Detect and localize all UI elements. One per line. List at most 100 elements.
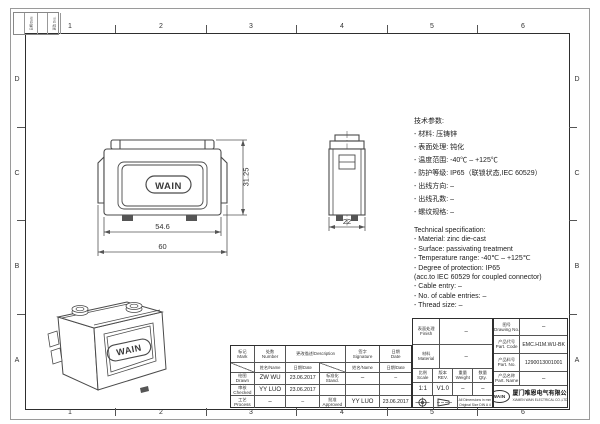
dim-outer-width: 60 [158, 242, 166, 251]
value: EMC.H1M.WU-BK [522, 341, 565, 348]
label-en: Weight [455, 375, 470, 381]
label-cn: 比例 [418, 370, 427, 376]
frame-tick [387, 25, 388, 33]
frame-row-label: B [574, 263, 580, 270]
name-subheader: 姓名/Name [255, 363, 287, 372]
front-view-logo: WAIN [155, 181, 182, 192]
spec-cn-line: - 表面处理: 钝化 [414, 144, 465, 151]
label-cn: 标准化 [326, 373, 339, 379]
value: – [481, 386, 485, 392]
dimension-lines [97, 139, 366, 256]
dimension-arrows [98, 140, 365, 254]
label-cn: 产品代号 [498, 339, 516, 345]
label-en: Date [390, 353, 401, 359]
scale-label: 比例 Scale [413, 369, 434, 382]
value: – [464, 328, 468, 335]
stand-label: 标准化 Stand. [320, 373, 346, 384]
label-en: Process [234, 401, 251, 407]
label-cn: 版本 [438, 370, 447, 376]
frame-row-label: B [14, 263, 20, 270]
signature-header: 签字 Signature [346, 346, 381, 362]
frame-col-label: 1 [68, 23, 72, 30]
label: 日期/Date [293, 364, 312, 370]
value: 23.06.2017 [382, 398, 409, 405]
spec-cn-title: 技术参数: [414, 118, 444, 125]
drawn-date: 23.06.2017 [286, 373, 321, 384]
mark-header: 标记 Mark [231, 346, 255, 362]
label-cn: 产品料号 [498, 357, 516, 363]
label: 日期/Date [386, 364, 405, 370]
spec-cn-line: - 出线方向: – [414, 183, 455, 190]
part-no-value: 1290013001001 [520, 354, 567, 371]
label-cn: 批准 [328, 396, 337, 402]
rev-value: V1.0 [433, 383, 453, 395]
material-label: 材料 Material [413, 345, 441, 368]
value: – [301, 398, 305, 405]
empty-cell [320, 384, 346, 396]
frame-col-label: 2 [159, 409, 163, 416]
label: 姓名/Name [352, 364, 373, 370]
frame-row-label: A [14, 357, 20, 364]
frame-col-label: 4 [340, 409, 344, 416]
frame-col-label: 5 [430, 23, 434, 30]
spec-en-line: - Degree of protection: IP65 [414, 264, 500, 272]
company-cell: WAIN 厦门唯恩电气有限公司 XIAMEN WAIN ELECTRICAL C… [494, 386, 567, 406]
spec-en-line: - No. of cable entries: – [414, 292, 487, 300]
frame-col-label: 2 [159, 23, 163, 30]
value: – [541, 324, 546, 330]
label-en: Mark [237, 353, 248, 359]
drawing-no-value: – [520, 319, 567, 335]
spec-block-cn: 技术参数: - 材料: 压铸锌 - 表面处理: 钝化 - 温度范围: -40℃ … [414, 115, 542, 219]
spec-block-en: Technical specification: - Material: zin… [414, 226, 542, 311]
frame-col-label: 6 [521, 409, 525, 416]
dim-side-width: 22 [343, 217, 351, 226]
label-en: Number [261, 353, 279, 359]
approved-label: 批准 Approved [320, 396, 346, 408]
corner-cell [38, 13, 48, 34]
value: 1290013001001 [524, 359, 563, 366]
corner-cell-change: 更改 Des. [48, 13, 61, 34]
frame-tick [206, 25, 207, 33]
corner-revision-strip: 日期/Date 更改 Des. [13, 12, 61, 35]
frame-row-label: C [14, 170, 20, 177]
stand-date: – [380, 373, 411, 384]
value: V1.0 [436, 386, 449, 392]
dimension-note-cell: All Dimensions in mm Original Size DIN A… [458, 396, 492, 409]
scale-value: 1:1 [413, 383, 434, 395]
spec-en-line: - Temperature range: -40℃ – +125℃ [414, 255, 531, 263]
wain-logo: WAIN [494, 389, 510, 403]
size-note: Original Size DIN A 4 [459, 402, 491, 407]
cone-symbol-cell [434, 396, 458, 409]
spec-cn-line: - 螺纹规格: – [414, 209, 455, 216]
label-en: Signature [352, 353, 373, 359]
frame-tick [115, 408, 116, 416]
frame-tick [296, 408, 297, 416]
material-value: – [440, 345, 492, 368]
label-cn: 审核 [238, 384, 247, 390]
diagonal-cell [231, 363, 255, 372]
frame-tick [477, 25, 478, 33]
spec-cn-line: - 出线孔数: – [414, 196, 455, 203]
spec-en-line: - Surface: passivating treatment [414, 245, 513, 253]
title-block-middle: 表面处理 Finish – 材料 Material – 比例 Scale 版本 … [412, 318, 493, 409]
label-cn: 工艺 [238, 396, 247, 402]
frame-tick [477, 408, 478, 416]
label-cn: 表面处理 [417, 326, 435, 332]
corner-cell-date: 日期/Date [25, 13, 38, 34]
date-header: 日期 Date [380, 346, 411, 362]
label-en: Part. Code [495, 344, 518, 350]
diagonal-cell [320, 363, 346, 372]
label-cn: 材料 [421, 351, 431, 357]
frame-tick [387, 408, 388, 416]
empty-cell [346, 384, 381, 396]
process-label: 工艺 Process [231, 396, 255, 408]
approved-name: YY LUO [346, 396, 381, 408]
value: – [394, 375, 398, 382]
sheet-outer-border [10, 8, 590, 420]
description-header: 更改描述/Description [286, 346, 346, 362]
qty-value: – [473, 383, 492, 395]
title-block-revision: 标记 Mark 处数 Number 更改描述/Description 签字 Si… [230, 345, 412, 408]
weight-value: – [453, 383, 474, 395]
label: 更改描述/Description [296, 351, 335, 356]
label-en: Approved [322, 401, 343, 407]
